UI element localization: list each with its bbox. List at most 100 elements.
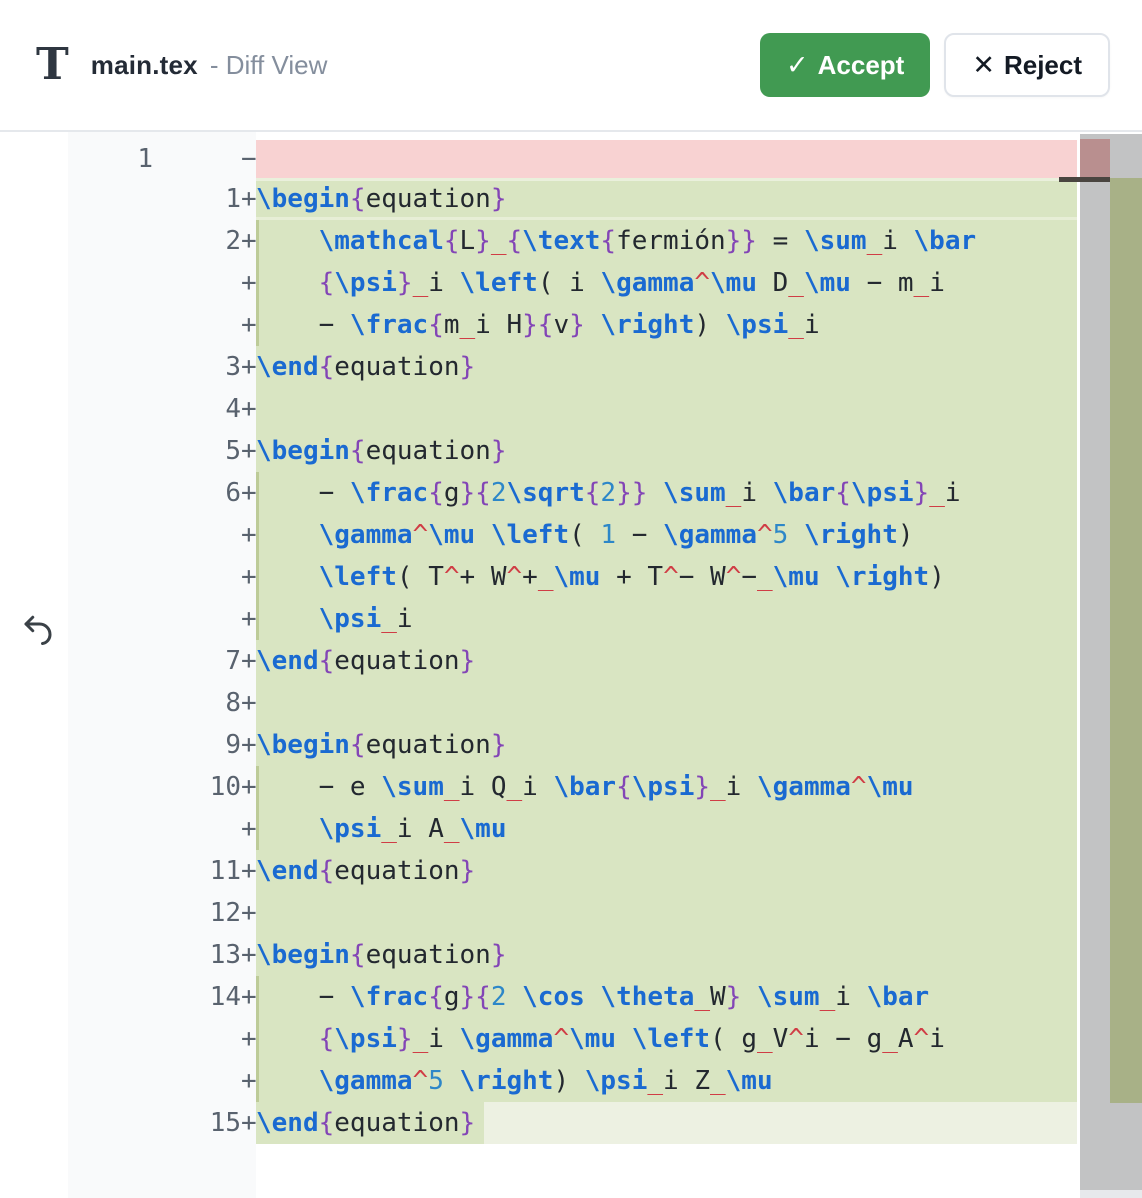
token-k: \begin xyxy=(256,730,350,760)
code-line[interactable]: \gamma^5 \right) \psi_i Z_\mu xyxy=(256,1060,1077,1102)
token-p: − xyxy=(256,982,350,1012)
gutter-new-line-number: 4 xyxy=(225,394,241,424)
token-k: \frac xyxy=(349,478,429,508)
token-s: _ xyxy=(443,772,460,802)
diff-row: 15+\end{equation} xyxy=(68,1102,1077,1144)
diff-row: 9+\begin{equation} xyxy=(68,724,1077,766)
code-line[interactable]: \begin{equation} xyxy=(256,724,1077,766)
code-line[interactable]: \begin{equation} xyxy=(256,178,1077,220)
token-b: { xyxy=(349,436,366,466)
token-n: 2 xyxy=(600,478,617,508)
token-s: _ xyxy=(537,562,554,592)
file-title: main.tex xyxy=(90,49,198,80)
token-k: \mu xyxy=(710,268,757,298)
diff-marker: + xyxy=(241,226,257,256)
code-line[interactable]: − \frac{g}{2 \cos \theta_W} \sum_i \bar xyxy=(256,976,1077,1018)
code-line[interactable]: {\psi}_i \gamma^\mu \left( g_V^i − g_A^i xyxy=(256,1018,1077,1060)
diff-row: + \left( T^+ W^+_\mu + T^− W^−_\mu \righ… xyxy=(68,556,1077,598)
diff-row: 7+\end{equation} xyxy=(68,640,1077,682)
token-p: ( i xyxy=(537,268,601,298)
token-b: { xyxy=(835,478,851,508)
token-p: ) xyxy=(897,520,914,550)
gutter-new-line-number xyxy=(153,808,241,850)
token-p: ) xyxy=(553,1066,585,1096)
token-p: − e xyxy=(256,772,382,802)
token-k: \sum xyxy=(663,478,726,508)
token-p: L xyxy=(459,226,476,256)
diff-view-label: - Diff View xyxy=(209,49,328,80)
gutter-old-line-number xyxy=(68,808,153,850)
gutter-new-line-number: 10 xyxy=(209,772,241,802)
code-line[interactable] xyxy=(256,140,1077,178)
token-p: − xyxy=(741,562,757,592)
token-p: ( g xyxy=(710,1024,757,1054)
gutter-new-line-number: 2 xyxy=(225,226,241,256)
gutter-new-line-number xyxy=(153,598,241,640)
token-s: _ xyxy=(788,310,804,340)
code-line[interactable]: \left( T^+ W^+_\mu + T^− W^−_\mu \right) xyxy=(256,556,1077,598)
token-k: \end xyxy=(256,1108,319,1138)
diff-row: 4+ xyxy=(68,388,1077,430)
code-line[interactable]: \begin{equation} xyxy=(256,934,1077,976)
token-k: \text xyxy=(522,226,601,256)
code-line[interactable]: \psi_i A_\mu xyxy=(256,808,1077,850)
token-b: }} xyxy=(616,478,648,508)
token-s: ^ xyxy=(412,520,429,550)
code-line[interactable]: \end{equation} xyxy=(256,640,1077,682)
gutter-old-line-number xyxy=(68,178,153,220)
code-line[interactable]: \mathcal{L}_{\text{fermión}} = \sum_i \b… xyxy=(256,220,1077,262)
code-line[interactable]: \end{equation} xyxy=(256,346,1077,388)
token-b: { xyxy=(600,226,617,256)
code-line[interactable] xyxy=(256,388,1077,430)
token-p: g xyxy=(443,982,460,1012)
diff-marker: + xyxy=(241,268,257,298)
code-line[interactable] xyxy=(256,682,1077,724)
token-s: ^ xyxy=(756,520,773,550)
token-p xyxy=(256,562,319,592)
code-line[interactable] xyxy=(256,892,1077,934)
token-b: }} xyxy=(725,226,757,256)
code-line[interactable]: − \frac{g}{2\sqrt{2}} \sum_i \bar{\psi}_… xyxy=(256,472,1077,514)
code-line[interactable]: \end{equation} xyxy=(256,1102,1077,1144)
token-b: } xyxy=(490,940,507,970)
diff-marker: + xyxy=(241,436,257,466)
accept-button[interactable]: ✓ Accept xyxy=(760,33,931,97)
reject-button[interactable]: ✕ Reject xyxy=(944,33,1110,97)
gutter-new-line-number: 3 xyxy=(225,352,241,382)
code-line[interactable]: \gamma^\mu \left( 1 − \gamma^5 \right) xyxy=(256,514,1077,556)
token-p xyxy=(616,1024,632,1054)
code-line[interactable]: \begin{equation} xyxy=(256,430,1077,472)
scrollbar-thumb[interactable] xyxy=(1080,134,1110,1190)
token-k: \mu xyxy=(725,1066,773,1096)
token-k: \right xyxy=(803,520,898,550)
token-p: − xyxy=(256,310,350,340)
gutter-new-line-number: 12 xyxy=(209,898,241,928)
token-b: } xyxy=(490,730,507,760)
gutter-old-line-number xyxy=(68,724,153,766)
gutter-new-line-number: 9 xyxy=(225,730,241,760)
diff-marker: + xyxy=(241,940,257,970)
token-k: \sqrt xyxy=(506,478,585,508)
gutter-new-line-number xyxy=(153,262,241,304)
token-p: equation xyxy=(334,1108,460,1138)
token-k: \psi xyxy=(584,1066,648,1096)
code-line[interactable]: \psi_i xyxy=(256,598,1077,640)
token-s: _ xyxy=(710,772,726,802)
token-b: { xyxy=(318,1024,335,1054)
token-p: ( xyxy=(569,520,601,550)
token-p: i xyxy=(428,268,460,298)
code-line[interactable]: \end{equation} xyxy=(256,850,1077,892)
code-line[interactable]: − \frac{m_i H}{v} \right) \psi_i xyxy=(256,304,1077,346)
gutter-old-line-number: 1 xyxy=(137,144,153,174)
code-line[interactable]: {\psi}_i \left( i \gamma^\mu D_\mu − m_i xyxy=(256,262,1077,304)
token-b: { xyxy=(318,856,335,886)
code-line[interactable]: − e \sum_i Q_i \bar{\psi}_i \gamma^\mu xyxy=(256,766,1077,808)
gutter-old-line-number xyxy=(68,472,153,514)
diff-marker: + xyxy=(241,646,257,676)
gutter-old-line-number xyxy=(68,598,153,640)
token-s: ^ xyxy=(663,562,679,592)
undo-icon[interactable] xyxy=(20,612,56,648)
token-k: \mu xyxy=(569,1024,617,1054)
token-p xyxy=(256,268,319,298)
token-b: } xyxy=(913,478,930,508)
